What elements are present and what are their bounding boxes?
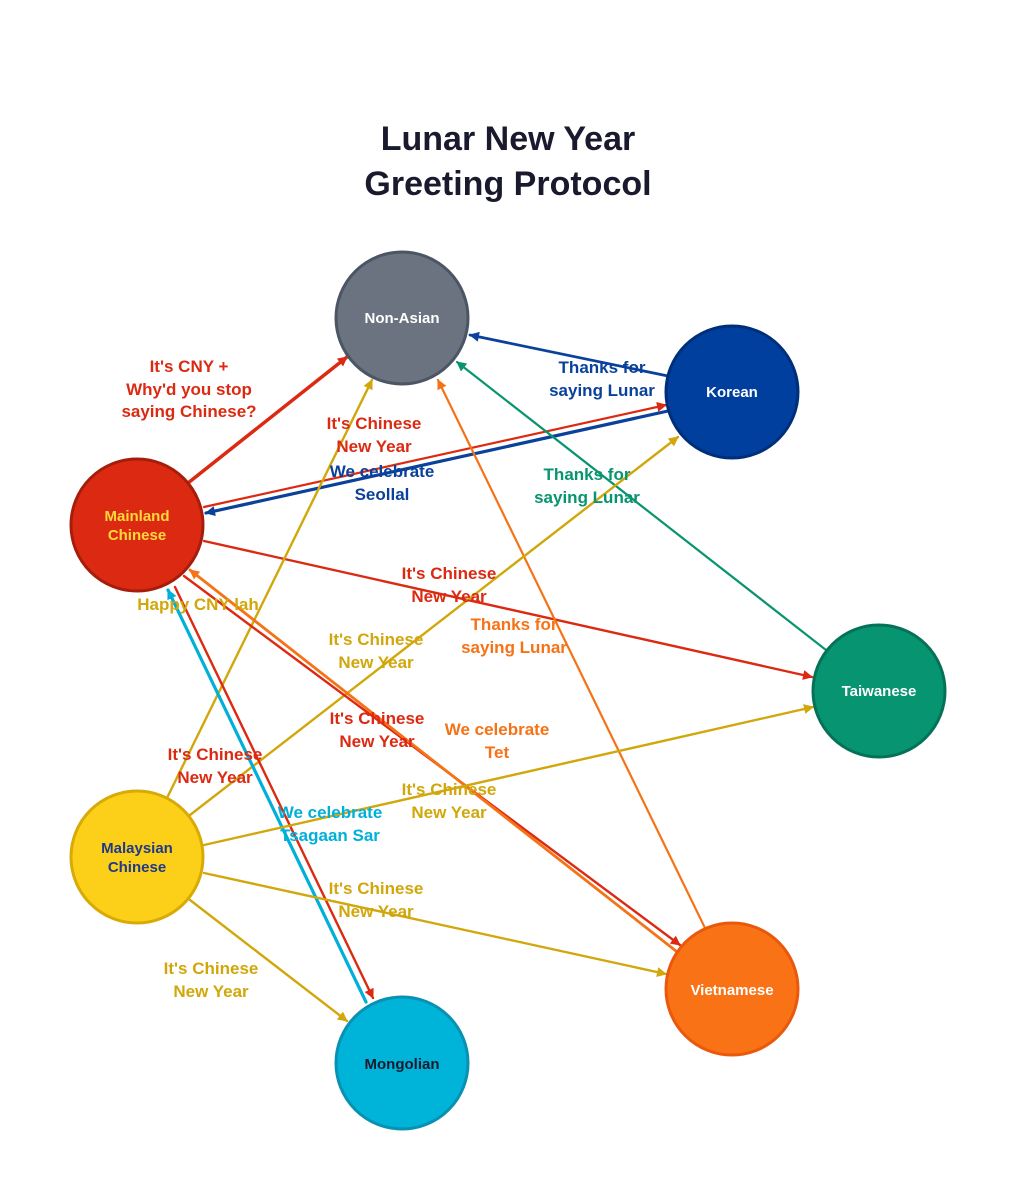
label-mongolian-to-mainland-2: Tsagaan Sar <box>280 826 380 845</box>
label-mongolian-to-mainland-1: We celebrate <box>278 803 383 822</box>
node-mainland-label-2: Chinese <box>108 527 166 544</box>
label-malaysian-to-mainland-1: Happy CNY lah <box>137 595 259 614</box>
label-vietnamese-to-mainland-2: Tet <box>485 743 510 762</box>
label-korean-to-nonasian-1: Thanks for <box>559 358 646 377</box>
label-mainland-to-taiwanese-1: It's Chinese <box>402 564 497 583</box>
label-malaysian-to-vietnamese-1: It's Chinese <box>329 879 424 898</box>
node-taiwanese-circle <box>811 623 947 759</box>
node-vietnamese-label: Vietnamese <box>690 982 773 999</box>
label-malaysian-to-vietnamese-2: New Year <box>338 902 414 921</box>
node-taiwanese-label: Taiwanese <box>842 683 917 700</box>
node-mongolian-label: Mongolian <box>365 1056 440 1073</box>
edge-taiwanese-to-nonasian <box>455 360 828 652</box>
label-malaysian-to-mongolian-2: New Year <box>173 982 249 1001</box>
nodes: Non-Asian Korean Mainland Chinese Taiwan… <box>69 250 947 1131</box>
label-taiwanese-to-nonasian-1: Thanks for <box>544 465 631 484</box>
label-mainland-to-nonasian-1: It's CNY + <box>150 357 229 376</box>
node-taiwanese: Taiwanese <box>811 623 947 759</box>
label-malaysian-to-nonasian-2: New Year <box>338 653 414 672</box>
edge-mainland-to-mongolian <box>173 585 375 1000</box>
label-mainland-to-korean-1: It's Chinese <box>327 414 422 433</box>
node-nonasian-circle <box>334 250 470 386</box>
node-korean-label: Korean <box>706 384 758 401</box>
edge-vietnamese-to-nonasian <box>436 378 707 930</box>
label-malaysian-to-mongolian-1: It's Chinese <box>164 959 259 978</box>
edge-malaysian-to-taiwanese <box>202 704 815 847</box>
node-vietnamese: Vietnamese <box>664 921 800 1057</box>
label-malaysian-to-taiwanese-1: It's Chinese <box>402 780 497 799</box>
edge-labels: It's CNY + Why'd you stop saying Chinese… <box>121 357 655 1001</box>
edge-malaysian-to-nonasian <box>164 378 374 802</box>
node-vietnamese-circle <box>664 921 800 1057</box>
label-korean-to-nonasian-2: saying Lunar <box>549 381 655 400</box>
title-line-2: Greeting Protocol <box>364 165 651 203</box>
label-mainland-to-taiwanese-2: New Year <box>411 587 487 606</box>
edge-lines <box>164 331 828 1023</box>
node-korean-circle <box>664 324 800 460</box>
node-malaysian: Malaysian Chinese <box>69 789 205 925</box>
label-vietnamese-to-nonasian-1: Thanks for <box>471 615 558 634</box>
label-vietnamese-to-mainland-1: We celebrate <box>445 720 550 739</box>
node-malaysian-circle <box>69 789 205 925</box>
label-mainland-to-korean-2: New Year <box>336 437 412 456</box>
label-taiwanese-to-nonasian-2: saying Lunar <box>534 488 640 507</box>
node-nonasian-label: Non-Asian <box>365 310 440 327</box>
edge-malaysian-to-mongolian <box>188 898 349 1023</box>
node-mongolian: Mongolian <box>334 995 470 1131</box>
edge-malaysian-to-korean <box>188 435 680 817</box>
label-malaysian-to-nonasian-1: It's Chinese <box>329 630 424 649</box>
node-mainland-circle <box>69 457 205 593</box>
title-line-1: Lunar New Year <box>381 120 636 158</box>
edge-mongolian-to-mainland <box>166 588 368 1004</box>
label-mainland-to-mongolian-2: New Year <box>177 768 253 787</box>
diagram-title: Lunar New Year Greeting Protocol <box>364 120 651 203</box>
label-mainland-to-vietnamese-1: It's Chinese <box>330 709 425 728</box>
node-malaysian-label-2: Chinese <box>108 859 166 876</box>
label-mainland-to-mongolian-1: It's Chinese <box>168 745 263 764</box>
node-nonasian: Non-Asian <box>334 250 470 386</box>
label-vietnamese-to-nonasian-2: saying Lunar <box>461 638 567 657</box>
label-mainland-to-vietnamese-2: New Year <box>339 732 415 751</box>
edge-mainland-to-korean <box>202 402 668 509</box>
node-korean: Korean <box>664 324 800 460</box>
edge-korean-to-mainland <box>204 409 670 516</box>
node-mainland-label-1: Mainland <box>104 508 169 525</box>
edge-korean-to-nonasian <box>468 331 670 378</box>
edge-vietnamese-to-mainland <box>188 568 678 953</box>
node-mainland: Mainland Chinese <box>69 457 205 593</box>
label-korean-to-mainland-2: Seollal <box>355 485 410 504</box>
label-mainland-to-nonasian-2: Why'd you stop <box>126 380 252 399</box>
label-mainland-to-nonasian-3: saying Chinese? <box>121 402 256 421</box>
label-malaysian-to-taiwanese-2: New Year <box>411 803 487 822</box>
edge-mainland-to-nonasian <box>186 355 349 485</box>
node-mongolian-circle <box>334 995 470 1131</box>
label-korean-to-mainland-1: We celebrate <box>330 462 435 481</box>
node-malaysian-label-1: Malaysian <box>101 840 173 857</box>
edge-malaysian-to-vietnamese <box>202 871 668 977</box>
edge-mainland-to-taiwanese <box>202 539 814 680</box>
